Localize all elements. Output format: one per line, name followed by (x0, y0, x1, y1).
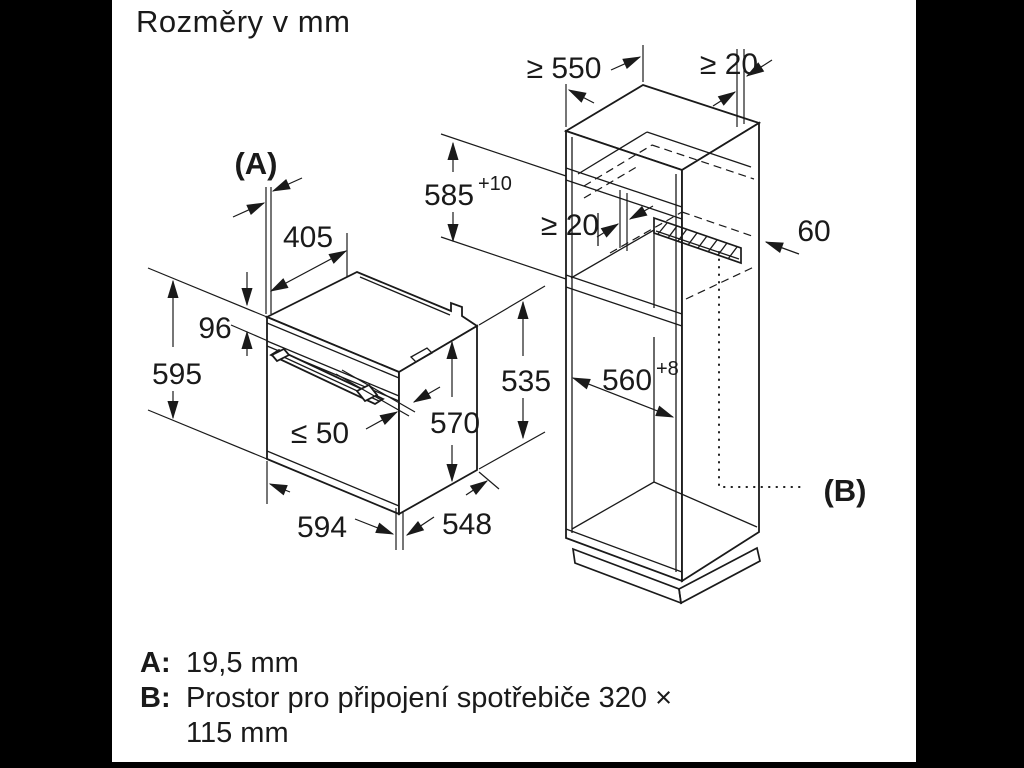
dim-oven-frame-protrusion: (A) (232, 146, 303, 314)
dim-cabinet-rear-gap-top: ≥ 20 (700, 48, 773, 127)
dim-label-niche-height-tol: +10 (478, 173, 512, 195)
dim-oven-door-gap: ≤ 50 (291, 369, 441, 450)
dim-label-niche-width: 560 (602, 364, 652, 397)
dim-label-width: 594 (297, 511, 347, 544)
legend-row-b: B: Prostor pro připojení spotřebiče 320 … (140, 681, 900, 751)
legend-value-b-line2: 115 mm (186, 717, 289, 749)
dim-label-depth: 570 (430, 407, 480, 440)
dim-oven-body-width: 548 (405, 471, 500, 541)
legend-value-a: 19,5 mm (186, 647, 299, 679)
drawing-canvas (112, 0, 916, 762)
dim-label-front-height: 535 (501, 365, 551, 398)
dim-oven-top-depth: 405 (269, 221, 348, 292)
oven-side-slot (409, 347, 434, 363)
cabinet-drawing (563, 84, 807, 605)
dim-label-cab-top-depth: ≥ 550 (527, 52, 602, 85)
dim-cabinet-top-depth: ≥ 550 (527, 45, 644, 127)
dim-oven-panel-height: 96 (198, 272, 269, 356)
dim-label-b-ref: (B) (823, 473, 866, 508)
dim-label-door-gap: ≤ 50 (291, 417, 349, 450)
dim-cabinet-rear-space: 60 (764, 215, 831, 255)
dim-cabinet-vent-gap: ≥ 20 (541, 190, 654, 251)
legend-value-b-line1: Prostor pro připojení spotřebiče 320 × (186, 682, 673, 714)
legend-row-a: A: 19,5 mm (140, 646, 900, 681)
dim-oven-width: 594 (266, 461, 404, 550)
connection-area-hatch (653, 216, 742, 265)
dim-label-body-width: 548 (442, 508, 492, 541)
legend-key-b: B: (140, 682, 171, 714)
dim-label-niche-width-tol: +8 (656, 358, 679, 380)
legend-key-a: A: (140, 647, 171, 679)
dim-label-rear-space: 60 (797, 215, 830, 248)
dim-label-height: 595 (152, 358, 202, 391)
legend: A: 19,5 mm B: Prostor pro připojení spot… (140, 646, 900, 751)
page-title: Rozměry v mm (136, 4, 351, 39)
dim-oven-height: 595 (147, 267, 268, 460)
dim-label-vent-gap: ≥ 20 (541, 209, 599, 242)
cabinet-dimensions: ≥ 550 ≥ 20 585 +10 ≥ 20 (424, 45, 867, 508)
dim-label-rear-gap-top: ≥ 20 (700, 48, 758, 81)
dim-oven-depth: 570 (430, 340, 480, 483)
dim-cabinet-front-height: 535 (478, 285, 551, 470)
legend-value-b: Prostor pro připojení spotřebiče 320 × 1… (186, 681, 900, 751)
dim-label-a-ref: (A) (234, 146, 277, 181)
oven-drawing (264, 271, 479, 516)
dim-cabinet-niche-width: 560 +8 (571, 358, 679, 418)
b-ref-leader (718, 251, 807, 488)
dim-cabinet-niche-height: 585 +10 (424, 133, 567, 280)
oven-dimensions: (A) 405 96 595 ≤ 50 (147, 146, 500, 550)
dim-label-niche-height: 585 (424, 179, 474, 212)
dim-label-top-depth: 405 (283, 221, 333, 254)
dim-label-panel-height: 96 (198, 312, 231, 345)
